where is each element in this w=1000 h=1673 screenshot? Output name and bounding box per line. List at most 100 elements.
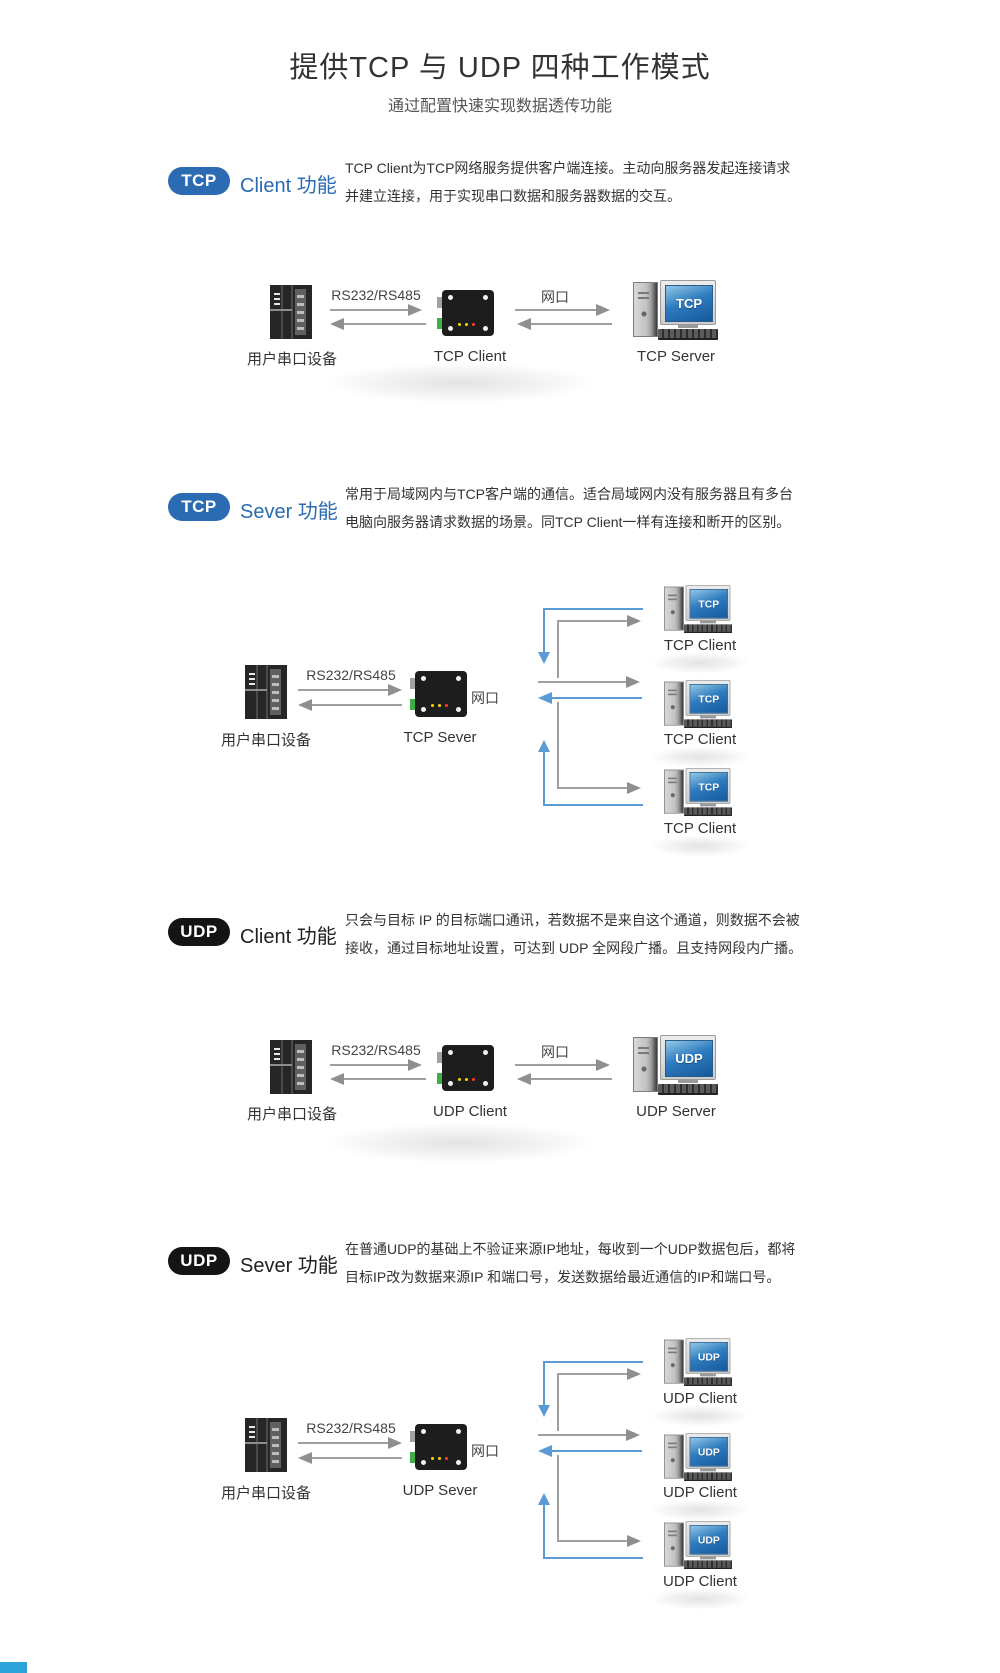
blue-arrow-left-head [538, 692, 552, 704]
arrow-left-line [344, 1078, 426, 1080]
arrow-right-head [596, 1059, 610, 1071]
client-computer-icon: TCP [664, 680, 733, 730]
blue-arrow-up-head [538, 1493, 550, 1505]
gray-elbow-line [557, 620, 559, 678]
arrow-right-head [596, 304, 610, 316]
serial-device-icon [245, 1418, 287, 1472]
ground-shadow [648, 1588, 752, 1610]
pc-screen-label: TCP [665, 285, 713, 322]
pc-monitor-icon: TCP [660, 280, 716, 325]
serial-device-icon [270, 1040, 312, 1094]
arrow-left-head [517, 318, 531, 330]
udp-client-section-title: Client 功能 [240, 926, 337, 948]
gray-arrow-right-head [627, 1535, 641, 1547]
blue-arrow-line [552, 697, 642, 699]
blue-elbow-line [543, 804, 643, 806]
pc-monitor-icon: UDP [685, 1433, 731, 1469]
serial-device-label: 用户串口设备 [246, 1106, 338, 1123]
desc-line: TCP Client为TCP网络服务提供客户端连接。主动向服务器发起连接请求 [345, 160, 791, 176]
arrow-right-line [330, 309, 408, 311]
serial-device-label: 用户串口设备 [246, 351, 338, 368]
udp-client-badge: UDP [168, 918, 230, 946]
desc-line: 电脑向服务器请求数据的场景。同TCP Client一样有连接和断开的区别。 [345, 514, 791, 530]
remote-device-label: TCP Server [636, 348, 716, 365]
arrow-right-head [388, 1437, 402, 1449]
gray-elbow-line [557, 1373, 559, 1431]
ground-shadow [648, 835, 752, 857]
arrow-left-head [330, 318, 344, 330]
desc-line: 常用于局域网内与TCP客户端的通信。适合局域网内没有服务器且有多台 [345, 486, 793, 502]
arrow-right-head [408, 1059, 422, 1071]
blue-arrow-down-head [538, 1405, 550, 1417]
pc-screen-label: UDP [689, 1437, 728, 1467]
pc-monitor-icon: TCP [685, 585, 731, 621]
arrow-right-line [515, 1064, 596, 1066]
blue-elbow-line [543, 752, 545, 806]
serial-device-label: 用户串口设备 [220, 1485, 312, 1502]
pc-tower-icon [664, 769, 684, 814]
ground-shadow [320, 1122, 600, 1164]
client-label: UDP Client [663, 1484, 737, 1501]
blue-elbow-line [543, 1361, 643, 1363]
pc-tower-icon [664, 1434, 684, 1479]
pc-tower-icon [664, 1522, 684, 1567]
blue-arrow-line [552, 1450, 642, 1452]
arrow-left-head [298, 699, 312, 711]
client-computer-icon: TCP [664, 768, 733, 818]
blue-arrow-up-head [538, 740, 550, 752]
bottom-accent-bar [0, 1662, 27, 1673]
arrow-right-head [408, 304, 422, 316]
pc-keyboard-icon [658, 329, 718, 340]
gray-arrow-right-head [626, 676, 640, 688]
converter-device-icon [410, 671, 467, 717]
serial-link-label: RS232/RS485 [331, 287, 421, 303]
arrow-left-line [312, 704, 402, 706]
udp-client-description: 只会与目标 IP 的目标端口通讯，若数据不是来自这个通道，则数据不会被 接收，通… [345, 906, 802, 962]
gray-elbow-line [557, 1540, 627, 1542]
serial-link-label: RS232/RS485 [331, 1042, 421, 1058]
arrow-left-line [312, 1457, 402, 1459]
client-label: UDP Client [663, 1573, 737, 1590]
arrow-left-line [344, 323, 426, 325]
serial-link-label: RS232/RS485 [306, 667, 396, 683]
serial-link-label: RS232/RS485 [306, 1420, 396, 1436]
arrow-right-line [515, 309, 596, 311]
pc-tower-icon [633, 1037, 658, 1092]
blue-elbow-line [543, 1557, 643, 1559]
net-link-label: 网口 [471, 1443, 499, 1459]
tcp-sever-description: 常用于局域网内与TCP客户端的通信。适合局域网内没有服务器且有多台 电脑向服务器… [345, 480, 795, 536]
client-computer-icon: TCP [664, 585, 733, 635]
tcp-sever-section-title: Sever 功能 [240, 501, 338, 523]
net-link-label: 网口 [471, 690, 499, 706]
blue-elbow-line [543, 1361, 545, 1407]
client-computer-icon: UDP [664, 1433, 733, 1483]
desc-line: 在普通UDP的基础上不验证来源IP地址，每收到一个UDP数据包后，都将 [345, 1241, 796, 1257]
ground-shadow [648, 652, 752, 674]
pc-keyboard-icon [684, 807, 732, 816]
page-subtitle: 通过配置快速实现数据透传功能 [387, 98, 612, 115]
arrow-left-line [531, 323, 612, 325]
gray-elbow-line [557, 1373, 627, 1375]
net-link-label: 网口 [541, 289, 569, 305]
blue-elbow-line [543, 608, 545, 654]
arrow-right-line [298, 689, 388, 691]
serial-device-icon [245, 665, 287, 719]
tcp-client-section-title: Client 功能 [240, 175, 337, 197]
pc-screen-label: TCP [689, 589, 728, 619]
ground-shadow [648, 1499, 752, 1521]
arrow-left-head [517, 1073, 531, 1085]
pc-screen-label: UDP [689, 1525, 728, 1555]
gray-arrow-right-head [627, 782, 641, 794]
converter-label: UDP Client [433, 1103, 507, 1120]
tcp-client-description: TCP Client为TCP网络服务提供客户端连接。主动向服务器发起连接请求 并… [345, 154, 795, 210]
arrow-left-head [298, 1452, 312, 1464]
pc-keyboard-icon [684, 624, 732, 633]
pc-screen-label: UDP [689, 1342, 728, 1372]
pc-monitor-icon: TCP [685, 680, 731, 716]
client-computer-icon: UDP [664, 1338, 733, 1388]
blue-elbow-line [543, 608, 643, 610]
converter-label: TCP Sever [403, 729, 477, 746]
gray-arrow-line [538, 681, 626, 683]
tcp-client-badge: TCP [168, 167, 230, 195]
